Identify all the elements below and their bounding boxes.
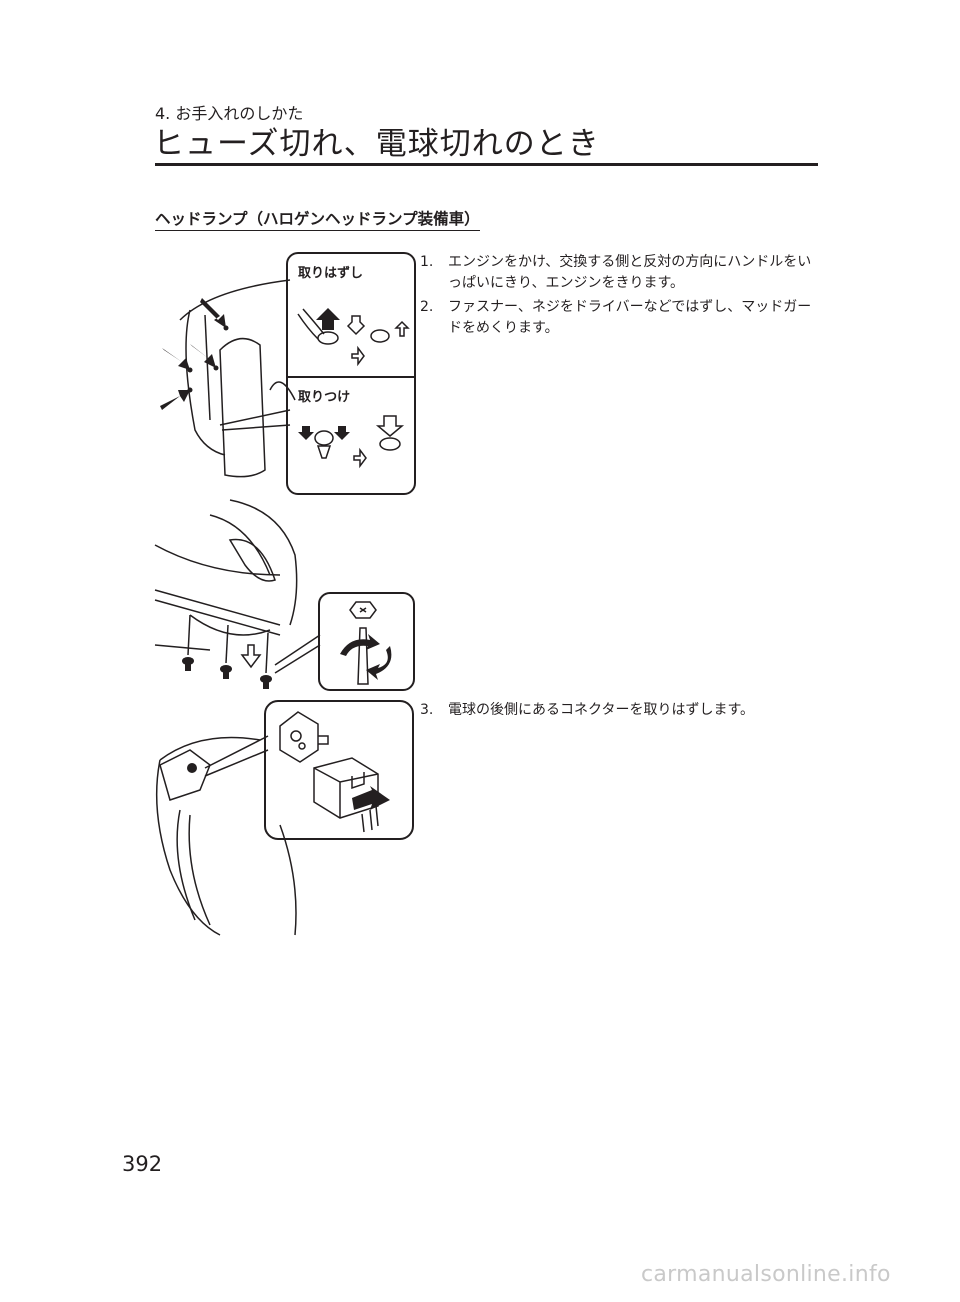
clip-removal-icon [297, 308, 410, 367]
screwdriver-icon [340, 601, 392, 685]
step-2-number: 2. [420, 299, 434, 315]
title-divider [155, 163, 818, 166]
step-3: 3. 電球の後側にあるコネクターを取りはずします。 [420, 700, 825, 721]
chapter-heading: 4. お手入れのしかた [155, 104, 304, 123]
page-title: ヒューズ切れ、電球切れのとき [153, 126, 600, 162]
step-3-number: 3. [420, 702, 434, 718]
footer-watermark: carmanualsonline.info [641, 1262, 891, 1287]
step-1-text: エンジンをかけ、交換する側と反対の方向にハンドルをいっぱいにきり、エンジンをきり… [448, 254, 812, 291]
remove-label: 取りはずし [298, 266, 364, 281]
figure-headlamp-connector [155, 735, 297, 936]
section-title: ヘッドランプ（ハロゲンヘッドランプ装備車） [155, 207, 480, 231]
screwdriver-detail-panel [318, 592, 415, 691]
step-2-text: ファスナー、ネジをドライバーなどではずし、マッドガードをめくります。 [448, 299, 812, 336]
figure-underbody-screws [154, 499, 321, 689]
connector-detail-panel [264, 700, 414, 840]
step-2: 2. ファスナー、ネジをドライバーなどではずし、マッドガードをめくります。 [420, 297, 825, 339]
step-1: 1. エンジンをかけ、交換する側と反対の方向にハンドルをいっぱいにきり、エンジン… [420, 252, 825, 294]
clip-install-icon [298, 415, 405, 469]
panel-divider [288, 376, 414, 378]
connector-icon [279, 711, 390, 833]
figure-mudguard-fasteners [160, 279, 296, 478]
install-label: 取りつけ [298, 390, 351, 405]
step-1-number: 1. [420, 254, 434, 270]
arrow-icons [160, 298, 226, 410]
page-number: 392 [122, 1152, 163, 1176]
fastener-detail-panel: 取りはずし 取りつけ [286, 252, 416, 495]
step-3-text: 電球の後側にあるコネクターを取りはずします。 [448, 702, 755, 718]
